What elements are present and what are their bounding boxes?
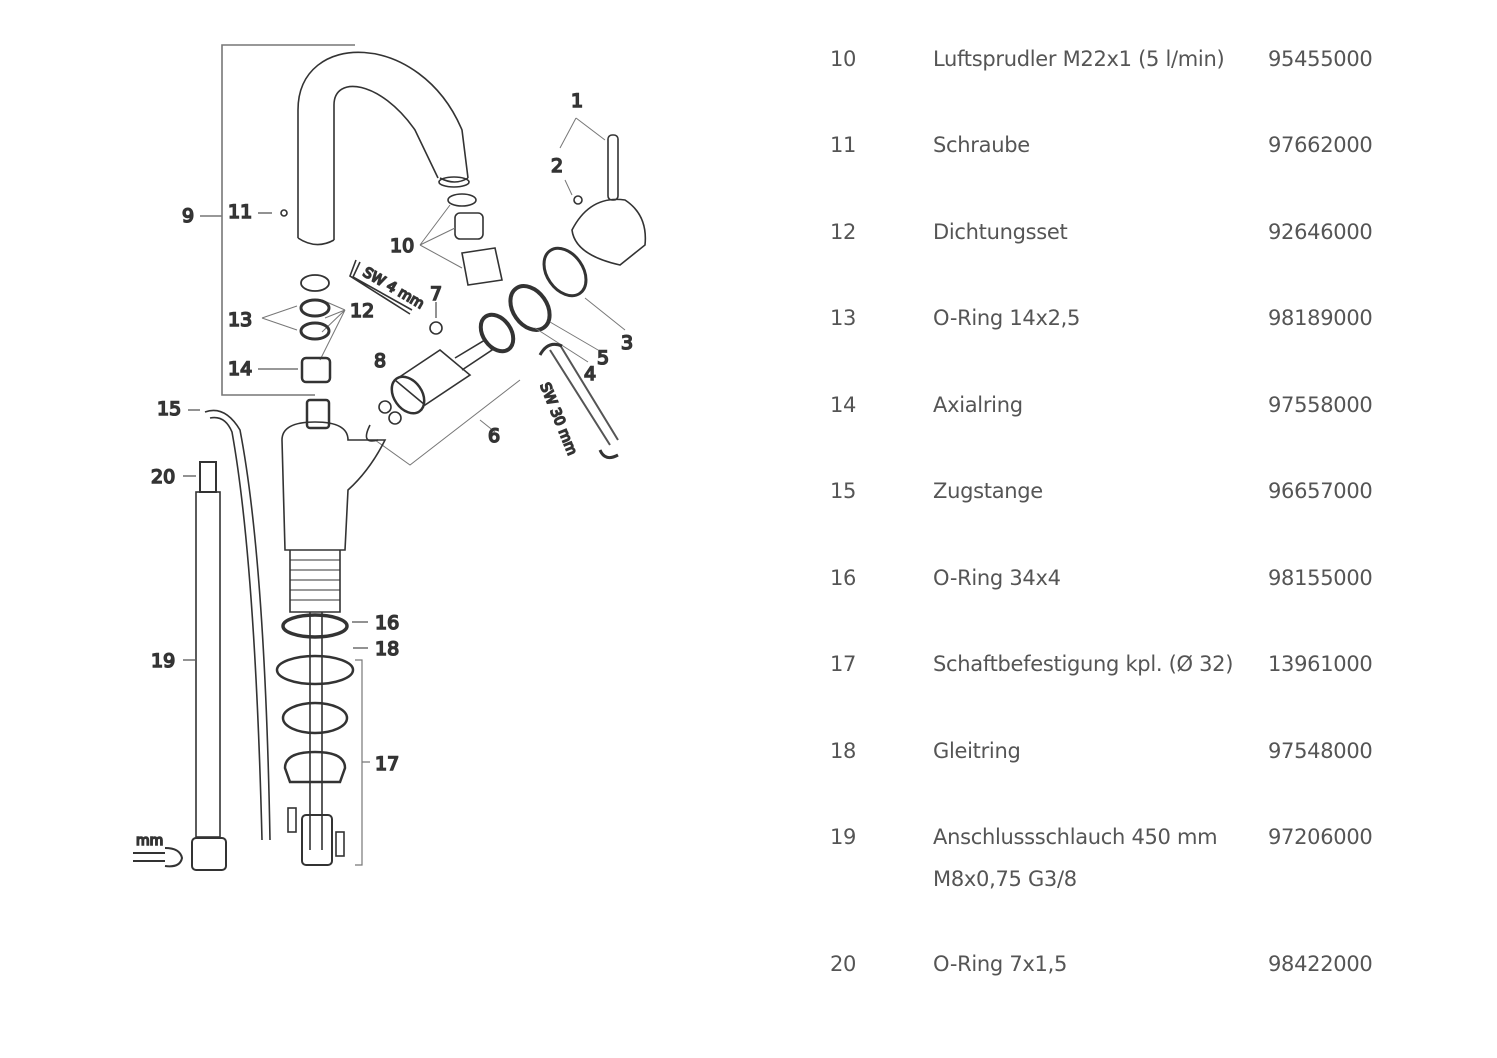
wrench-tool [549,344,619,446]
callout-13: 13 [228,309,252,331]
callout-20: 20 [151,466,175,488]
part-description: O-Ring 14x2,5 [933,306,1081,330]
hex-key-tool [349,259,413,315]
part-description: Schraube [933,133,1030,157]
part-number: 16 [830,566,857,590]
part-number: 15 [830,479,857,503]
part-number: 10 [830,47,857,71]
article-number: 92646000 [1268,220,1373,244]
part-description: Luftsprudler M22x1 (5 l/min) [933,47,1225,71]
faucet-body [281,421,387,551]
bracket-9 [221,44,355,396]
callout-1: 1 [571,90,583,112]
article-number: 97548000 [1268,739,1373,763]
callout-8: 8 [374,350,386,372]
part-number: 14 [830,393,857,417]
part-number: 18 [830,739,857,763]
callout-5: 5 [597,347,609,369]
part-number: 11 [830,133,857,157]
callout-7: 7 [430,283,442,305]
pull-rod [204,409,271,841]
article-number: 97206000 [1268,825,1373,849]
callout-14: 14 [228,358,252,380]
callout-6: 6 [488,425,500,447]
callout-3: 3 [621,332,633,354]
spout [297,51,469,246]
callout-10: 10 [390,235,414,257]
article-number: 13961000 [1268,652,1373,676]
part-description: Axialring [933,393,1023,417]
article-number: 98422000 [1268,952,1373,976]
part-number: 20 [830,952,857,976]
part-description: Anschlussschlauch 450 mm [933,825,1218,849]
part-description: Gleitring [933,739,1021,763]
part-number: 13 [830,306,857,330]
part-description-line-2: M8x0,75 G3/8 [933,867,1077,891]
small-wrench-label: mm [136,833,163,849]
callout-9: 9 [182,205,194,227]
part-description: O-Ring 34x4 [933,566,1061,590]
callout-11: 11 [228,201,252,223]
part-description: Zugstange [933,479,1043,503]
article-number: 97662000 [1268,133,1373,157]
callout-19: 19 [151,650,175,672]
callout-2: 2 [551,155,563,177]
article-number: 95455000 [1268,47,1373,71]
exploded-parts-diagram: 1 2 3 4 5 6 7 8 9 10 11 12 13 14 15 16 1… [133,44,647,871]
callout-15: 15 [157,398,181,420]
part-description: O-Ring 7x1,5 [933,952,1068,976]
callout-4: 4 [584,363,596,385]
callout-17: 17 [375,753,399,775]
callout-12: 12 [350,300,374,322]
part-number: 19 [830,825,857,849]
article-number: 98155000 [1268,566,1373,590]
small-wrench-tool [133,847,184,868]
part-number: 12 [830,220,857,244]
part-number: 17 [830,652,857,676]
part-description: Dichtungsset [933,220,1068,244]
article-number: 96657000 [1268,479,1373,503]
article-number: 98189000 [1268,306,1373,330]
article-number: 97558000 [1268,393,1373,417]
callout-18: 18 [375,638,399,660]
callout-16: 16 [375,612,399,634]
part-description: Schaftbefestigung kpl. (Ø 32) [933,652,1234,676]
